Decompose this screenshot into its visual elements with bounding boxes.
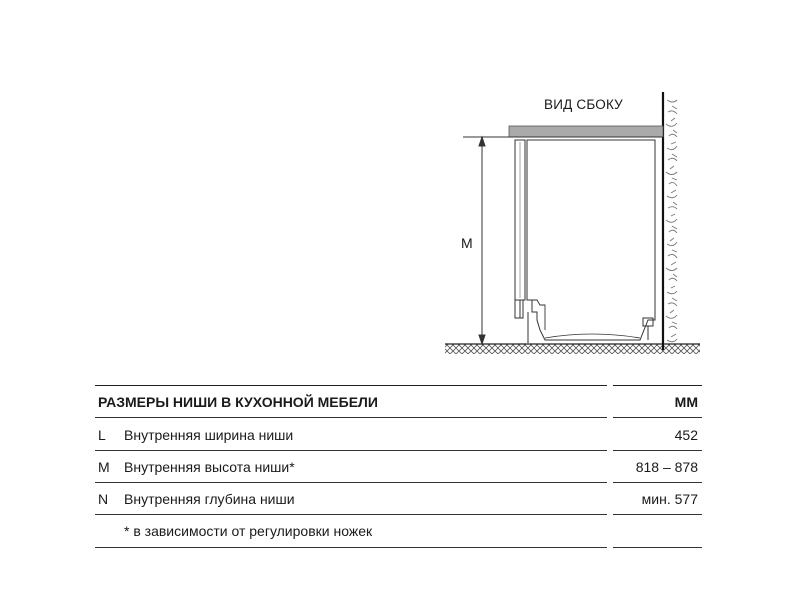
- height-dimension: [463, 135, 509, 346]
- dishwasher-body: [514, 139, 656, 343]
- floor: [445, 343, 700, 354]
- view-label: ВИД СБОКУ: [544, 97, 623, 112]
- dimension-label: M: [461, 235, 473, 251]
- countertop: [508, 125, 664, 138]
- front-panel: [514, 139, 526, 301]
- wall: [661, 92, 678, 350]
